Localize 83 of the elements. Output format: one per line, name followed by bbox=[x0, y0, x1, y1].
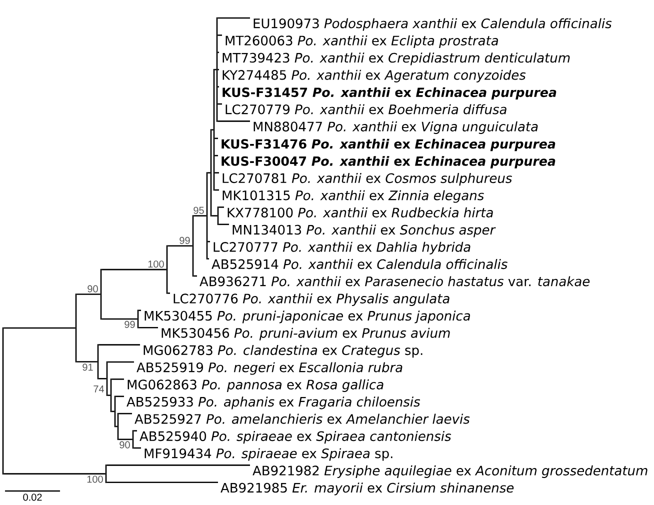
taxon-label: MK530455 Po. pruni-japonicae ex Prunus japonica bbox=[144, 310, 470, 324]
branch-line bbox=[98, 378, 106, 380]
taxon-label: EU190973 Podosphaera xanthii ex Calendula officinalis bbox=[254, 18, 612, 31]
taxon-label: MK101315 Po. xanthii ex Zinnia elegans bbox=[222, 190, 484, 203]
branch-line bbox=[116, 426, 118, 428]
branch-line bbox=[218, 86, 219, 88]
taxon-label: MN880477 Po. xanthii ex Vigna unguiculata bbox=[254, 121, 538, 134]
branch-line bbox=[98, 344, 140, 346]
taxon-label: AB921985 Er. mayorii ex Cirsium shinanense bbox=[220, 482, 514, 496]
branch-line bbox=[134, 447, 141, 449]
branch-line bbox=[218, 34, 222, 36]
branch-line bbox=[208, 172, 210, 174]
branch-line bbox=[118, 438, 132, 440]
taxon-label: AB525940 Po. spiraeae ex Spiraea cantoniensis bbox=[140, 431, 452, 444]
taxon-label: AB525914 Po. xanthii ex Calendula officinalis bbox=[212, 259, 508, 270]
taxon-label: MG062783 Po. clandestina ex Crategus sp. bbox=[144, 345, 422, 358]
branch-line bbox=[168, 292, 170, 294]
taxon-label: KUS-F31457 Po. xanthii ex Echinacea purpurea bbox=[222, 87, 556, 100]
taxon-label: AB525919 Po. negeri ex Escallonia rubra bbox=[136, 362, 402, 375]
taxon-label: MF919434 Po. spiraeae ex Spiraea sp. bbox=[144, 448, 392, 461]
taxon-label: KY274485 Po. xanthii ex Ageratum conyzoides bbox=[222, 70, 526, 82]
taxon-label: MN134013 Po. xanthii ex Sonchus asper bbox=[232, 224, 496, 238]
branch-line bbox=[214, 68, 216, 70]
branch-line bbox=[218, 103, 222, 105]
bootstrap-value: 100 bbox=[148, 260, 164, 268]
branch-line bbox=[76, 361, 98, 362]
branch-line bbox=[112, 410, 114, 412]
taxon-label: MT260063 Po. xanthii ex Eclipta prostrata bbox=[226, 35, 498, 48]
bootstrap-value: 74 bbox=[94, 386, 104, 392]
taxon-label: MG062863 Po. pannosa ex Rosa gallica bbox=[128, 379, 384, 392]
taxon-label: AB525927 Po. amelanchieris ex Amelanchier laevis bbox=[134, 414, 470, 424]
taxon-label: AB936271 Po. xanthii ex Parasenecio hastatus var. tanakae bbox=[200, 276, 590, 286]
branch-line bbox=[138, 310, 141, 312]
branch-line bbox=[214, 154, 218, 156]
branch-line bbox=[108, 361, 134, 363]
branch-line bbox=[218, 17, 250, 19]
branch-line bbox=[108, 394, 110, 396]
bootstrap-value: 99 bbox=[180, 236, 190, 244]
branch-line bbox=[76, 294, 100, 295]
taxon-label: MK530456 Po. pruni-avium ex Prunus avium bbox=[162, 328, 450, 340]
branch-line bbox=[102, 318, 138, 320]
branch-line bbox=[214, 172, 219, 174]
branch-line bbox=[208, 240, 210, 242]
branch-line bbox=[4, 327, 76, 329]
branch-line bbox=[118, 412, 132, 414]
branch-line bbox=[106, 482, 218, 484]
bootstrap-value: 90 bbox=[88, 285, 98, 292]
branch-line bbox=[218, 68, 219, 70]
taxon-label: LC270779 Po. xanthii ex Boehmeria diffusa bbox=[226, 104, 506, 114]
bootstrap-value: 91 bbox=[82, 364, 93, 371]
branch-line bbox=[218, 206, 224, 208]
taxon-label: KUS-F31476 Po. xanthii ex Echinacea purpurea bbox=[222, 138, 556, 152]
bootstrap-value: 90 bbox=[120, 441, 130, 448]
branch-line bbox=[116, 396, 124, 398]
branch-line bbox=[212, 215, 218, 216]
branch-line bbox=[138, 326, 158, 328]
taxon-label: KX778100 Po. xanthii ex Rudbeckia hirta bbox=[228, 207, 493, 218]
branch-line bbox=[4, 473, 106, 474]
bootstrap-value: 95 bbox=[194, 206, 204, 214]
bootstrap-value: 99 bbox=[124, 320, 135, 328]
branch-line bbox=[194, 215, 206, 216]
taxon-label: LC270776 Po. xanthii ex Physalis angulata bbox=[174, 293, 450, 306]
bootstrap-value: 100 bbox=[87, 476, 103, 483]
branch-line bbox=[214, 138, 218, 140]
branch-line bbox=[212, 129, 214, 130]
branch-line bbox=[208, 258, 209, 260]
branch-line bbox=[214, 189, 219, 191]
branch-line bbox=[168, 245, 192, 247]
branch-line bbox=[218, 224, 229, 226]
branch-line bbox=[106, 464, 250, 466]
taxon-label: LC270777 Po. xanthii ex Dahlia hybrida bbox=[214, 242, 470, 254]
branch-line bbox=[102, 268, 166, 270]
taxon-label: KUS-F30047 Po. xanthii ex Echinacea purpurea bbox=[222, 156, 556, 168]
branch-line bbox=[218, 52, 219, 54]
branch-line bbox=[134, 430, 137, 432]
taxon-label: MT739423 Po. xanthii ex Crepidiastrum denticulatum bbox=[222, 52, 570, 66]
branch-line bbox=[218, 120, 250, 122]
taxon-label: LC270781 Po. xanthii ex Cosmos sulphureus bbox=[222, 173, 512, 186]
branch-line bbox=[194, 275, 197, 277]
branch-line bbox=[112, 378, 124, 380]
scale-label: 0.02 bbox=[23, 494, 42, 501]
taxon-label: AB525933 Po. aphanis ex Fragaria chiloensis bbox=[126, 396, 420, 410]
taxon-label: AB921982 Erysiphe aquilegiae ex Aconitum grossedentatum bbox=[252, 465, 648, 478]
